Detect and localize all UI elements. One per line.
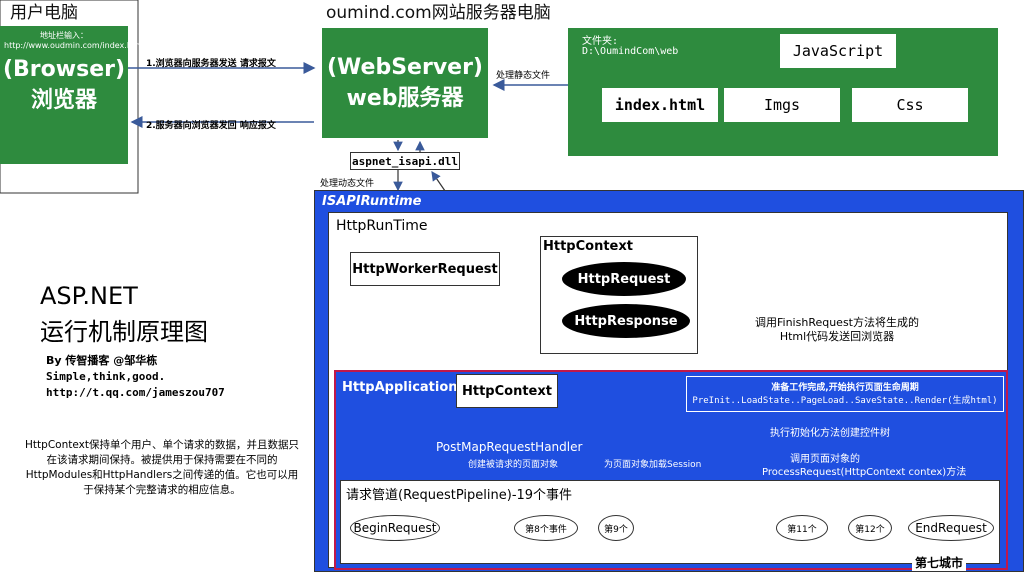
create-page-label: 创建被请求的页面对象 <box>468 460 559 470</box>
dynamic-label: 处理动态文件 <box>320 179 375 189</box>
lifecycle-box: 准备工作完成,开始执行页面生命周期 PreInit..LoadState..Pa… <box>686 376 1004 412</box>
post-map-label: PostMapRequestHandler <box>436 440 583 454</box>
http-request-ellipse: HttpRequest <box>562 262 686 296</box>
init-controls-text: 执行初始化方法创建控件树 <box>770 428 890 439</box>
address-url: http://www.oudmin.com/index.html <box>4 41 146 50</box>
webserver-cn: web服务器 <box>346 85 464 111</box>
event-end-request: EndRequest <box>908 515 994 541</box>
server-title: oumind.com网站服务器电脑 <box>326 3 551 23</box>
side-title-en: ASP.NET <box>40 282 138 310</box>
app-context-box: HttpContext <box>456 374 558 408</box>
webserver-en: (WebServer) <box>327 54 483 80</box>
side-weibo: http://t.qq.com/jameszou707 <box>46 386 225 399</box>
client-title: 用户电脑 <box>10 3 78 23</box>
http-response-ellipse: HttpResponse <box>562 304 690 338</box>
request-label: 1.浏览器向服务器发送 请求报文 <box>146 59 276 69</box>
folder-path: D:\OumindCom\web <box>582 46 679 57</box>
file-imgs: Imgs <box>724 88 840 122</box>
folder-box: 文件夹: D:\OumindCom\web JavaScript index.h… <box>568 28 998 156</box>
static-label: 处理静态文件 <box>496 71 551 81</box>
side-author: By 传智播客 @邹华栋 <box>46 354 158 367</box>
browser-box: 地址栏输入： http://www.oudmin.com/index.html … <box>0 26 146 164</box>
event-9: 第9个 <box>598 515 634 541</box>
side-title-cn: 运行机制原理图 <box>40 318 208 346</box>
isapi-runtime-label: ISAPIRuntime <box>322 194 422 209</box>
finish-request-note: 调用FinishRequest方法将生成的Html代码发送回浏览器 <box>755 316 919 343</box>
file-javascript: JavaScript <box>780 34 896 68</box>
event-begin-request: BeginRequest <box>350 515 440 541</box>
webserver-box: (WebServer) web服务器 <box>322 28 488 138</box>
file-index-html: index.html <box>602 88 718 122</box>
browser-cn: 浏览器 <box>30 88 97 113</box>
process-request-text-1: 调用页面对象的 <box>790 454 860 465</box>
side-motto: Simple,think,good. <box>46 370 166 383</box>
folder-label: 文件夹: <box>582 36 619 47</box>
response-label: 2.服务器向浏览器发回 响应报文 <box>146 121 276 131</box>
event-11: 第11个 <box>776 515 828 541</box>
isapi-dll-box: aspnet_isapi.dll <box>350 152 460 170</box>
side-description: HttpContext保持单个用户、单个请求的数据，并且数据只在该请求期间保持。… <box>25 439 299 496</box>
watermark: 第七城市 <box>912 554 967 571</box>
file-css: Css <box>852 88 968 122</box>
load-session-label: 为页面对象加载Session <box>604 460 702 470</box>
event-12: 第12个 <box>848 515 892 541</box>
address-label: 地址栏输入： <box>40 31 88 40</box>
http-context-label: HttpContext <box>543 239 633 254</box>
worker-request-box: HttpWorkerRequest <box>350 252 500 286</box>
http-runtime-label: HttpRunTime <box>336 218 428 234</box>
process-request-text-2: ProcessRequest(HttpContext contex)方法 <box>762 467 967 478</box>
lifecycle-text: PreInit..LoadState..PageLoad..SaveState.… <box>692 396 998 406</box>
browser-en: (Browser) <box>2 57 126 82</box>
http-application-label: HttpApplication <box>342 380 458 395</box>
pipeline-label: 请求管道(RequestPipeline)-19个事件 <box>346 488 573 503</box>
event-8: 第8个事件 <box>514 515 578 541</box>
prepare-text: 准备工作完成,开始执行页面生命周期 <box>771 383 919 393</box>
